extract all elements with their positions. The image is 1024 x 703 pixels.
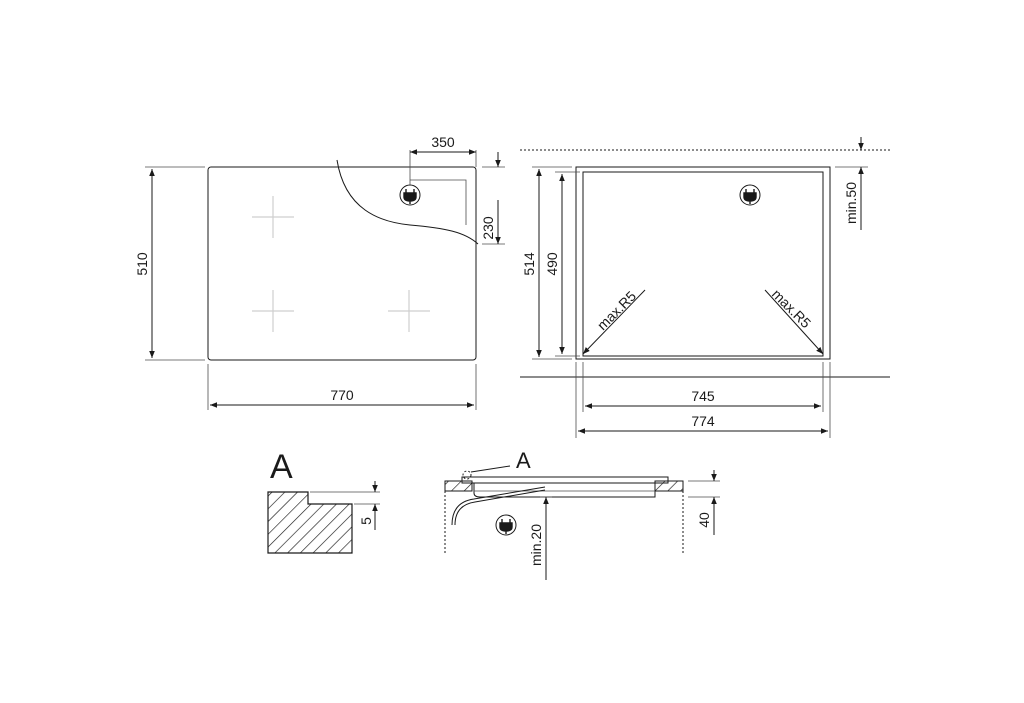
callout-label: A — [516, 448, 531, 473]
section-view: A min.20 40 — [444, 448, 720, 580]
dim-depth-label: 5 — [358, 517, 374, 525]
dim-min-edge-label: min.50 — [843, 182, 859, 224]
hob-outline — [207, 166, 477, 361]
hob-top-view: 350 230 510 770 — [134, 134, 505, 410]
dim-socket-x-label: 350 — [431, 134, 455, 150]
socket-reference-lines — [410, 179, 467, 225]
dim-inner-height-label: 490 — [544, 252, 560, 276]
plug-icon — [495, 514, 517, 536]
cutout-outer — [575, 166, 831, 360]
power-cable — [454, 489, 546, 526]
callout-leader — [470, 465, 511, 473]
cutaway-curve — [336, 159, 479, 245]
burner-bottom-right — [388, 290, 430, 332]
radius-left-label: max.R5 — [594, 288, 640, 334]
plug-icon — [739, 184, 761, 206]
burner-bottom-left — [252, 290, 294, 332]
radius-right-label: max.R5 — [769, 286, 815, 332]
dim-thickness-label: 40 — [696, 512, 712, 528]
hob-body — [473, 483, 656, 498]
cutout-inner — [582, 171, 824, 357]
detail-label: A — [270, 448, 293, 486]
dim-outer-width-label: 774 — [691, 413, 715, 429]
dim-outer-height-label: 514 — [521, 252, 537, 276]
dim-height-label: 510 — [134, 252, 150, 276]
power-cable — [451, 486, 546, 526]
radius-right-leader — [764, 289, 824, 355]
cutout-view: max.R5 max.R5 min.50 514 490 745 — [520, 137, 890, 438]
hob-glass — [461, 476, 669, 484]
dim-socket-y-label: 230 — [480, 216, 496, 240]
dim-inner-width-label: 745 — [691, 388, 715, 404]
burner-top-left — [252, 196, 294, 238]
rebate-profile — [267, 491, 353, 554]
radius-left-leader — [582, 289, 646, 355]
detail-a: A 5 — [267, 448, 380, 554]
dim-width-label: 770 — [330, 387, 354, 403]
dim-min-clearance-label: min.20 — [528, 524, 544, 566]
plug-icon — [399, 184, 421, 206]
callout-circle — [462, 470, 472, 480]
burner-marks — [252, 196, 430, 332]
